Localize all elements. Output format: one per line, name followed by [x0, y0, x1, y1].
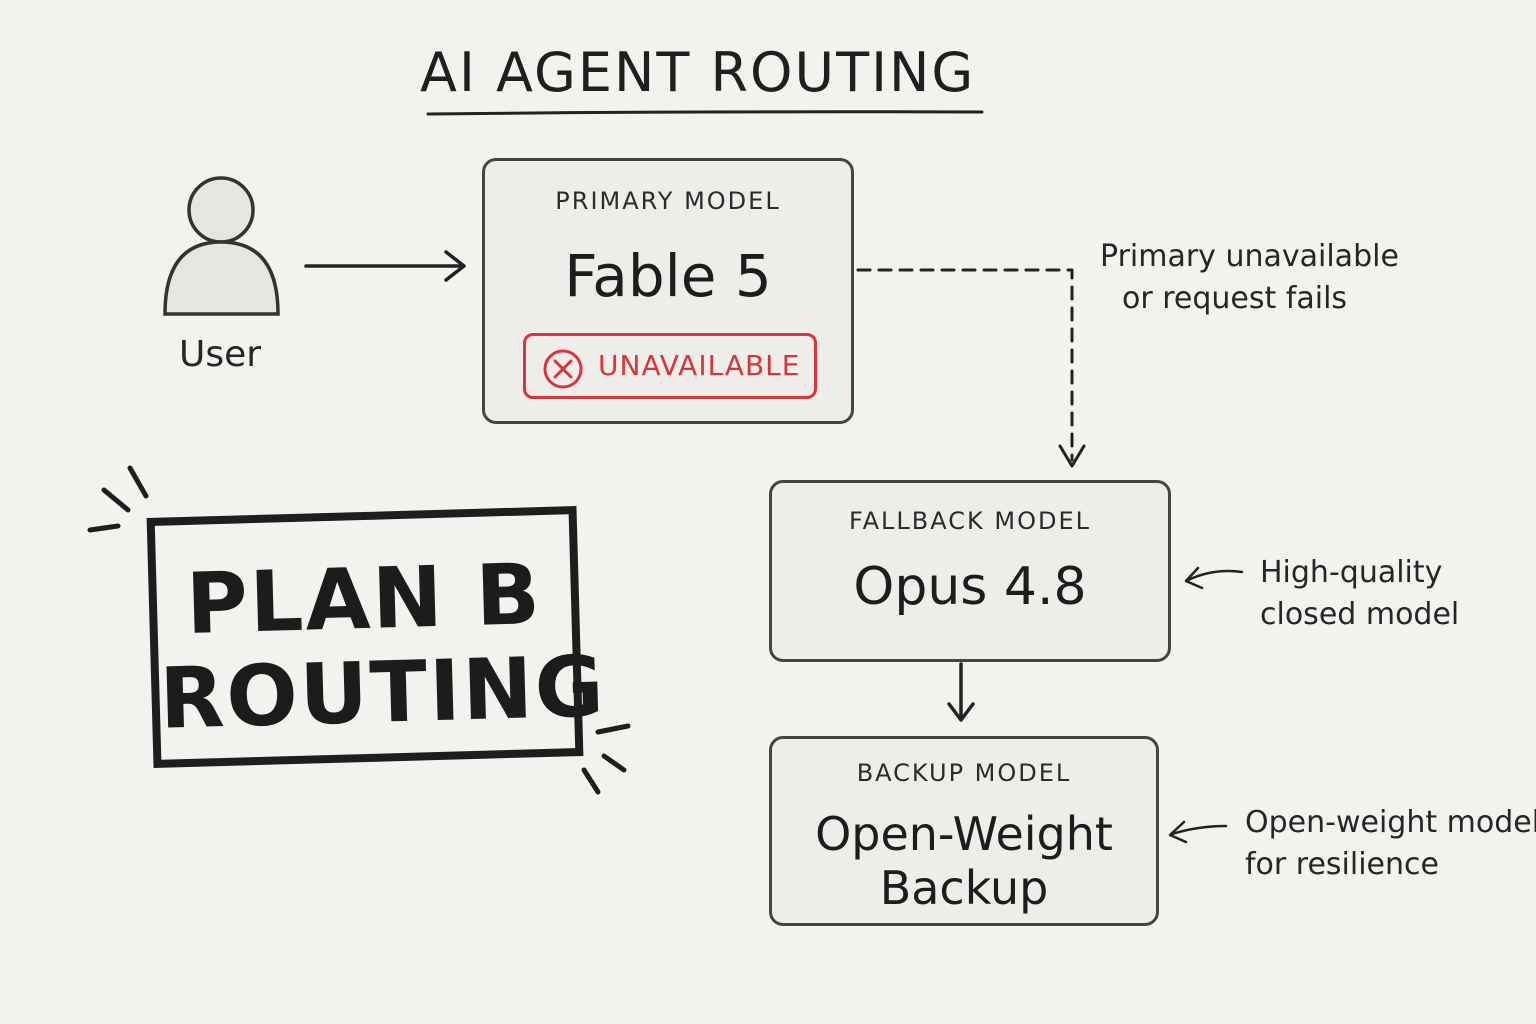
- page-title: AI AGENT ROUTING: [420, 41, 976, 104]
- fallback-note-line: High-quality: [1260, 555, 1443, 590]
- backup-note-line: for resilience: [1245, 847, 1439, 882]
- primary-model-box: PRIMARY MODEL Fable 5 UNAVAILABLE: [482, 158, 854, 424]
- backup-model-box: BACKUP MODEL Open-Weight Backup: [769, 736, 1159, 926]
- fallback-model-box: FALLBACK MODEL Opus 4.8: [769, 480, 1171, 662]
- plan-b-stamp: PLAN B ROUTING: [146, 506, 607, 768]
- fallback-to-backup-arrow: [947, 662, 975, 722]
- user-icon: [163, 176, 280, 316]
- backup-model-name-line: Open-Weight: [815, 807, 1113, 861]
- fallback-note: High-quality closed model: [1260, 552, 1459, 636]
- fallback-note-line: closed model: [1260, 597, 1460, 632]
- backup-model-name: Open-Weight Backup: [772, 807, 1156, 915]
- backup-note-line: Open-weight model: [1245, 805, 1536, 840]
- failover-dashed-arrow: [856, 268, 1086, 468]
- failover-note-line: or request fails: [1122, 281, 1348, 316]
- backup-note: Open-weight model for resilience: [1245, 802, 1536, 886]
- failover-note: Primary unavailable or request fails: [1100, 236, 1399, 320]
- stamp-line: ROUTING: [158, 637, 607, 748]
- primary-model-caption: PRIMARY MODEL: [555, 187, 781, 215]
- stamp-emphasis-marks: [87, 465, 631, 795]
- backup-model-caption: BACKUP MODEL: [856, 759, 1072, 787]
- backup-model-name-line: Backup: [879, 861, 1049, 915]
- fallback-model-name: Opus 4.8: [853, 557, 1087, 617]
- status-badge-text: UNAVAILABLE: [598, 349, 801, 382]
- failover-note-line: Primary unavailable: [1100, 239, 1399, 274]
- fallback-note-arrow: [1184, 566, 1244, 590]
- fallback-model-caption: FALLBACK MODEL: [849, 507, 1091, 535]
- user-to-primary-arrow: [304, 250, 466, 282]
- status-badge: UNAVAILABLE: [523, 333, 817, 399]
- title-underline: [426, 110, 984, 116]
- stamp-line: PLAN B: [184, 545, 544, 653]
- user-label: User: [178, 334, 262, 375]
- x-circle-icon: [543, 349, 583, 389]
- primary-model-name: Fable 5: [564, 242, 772, 310]
- backup-note-arrow: [1168, 820, 1228, 844]
